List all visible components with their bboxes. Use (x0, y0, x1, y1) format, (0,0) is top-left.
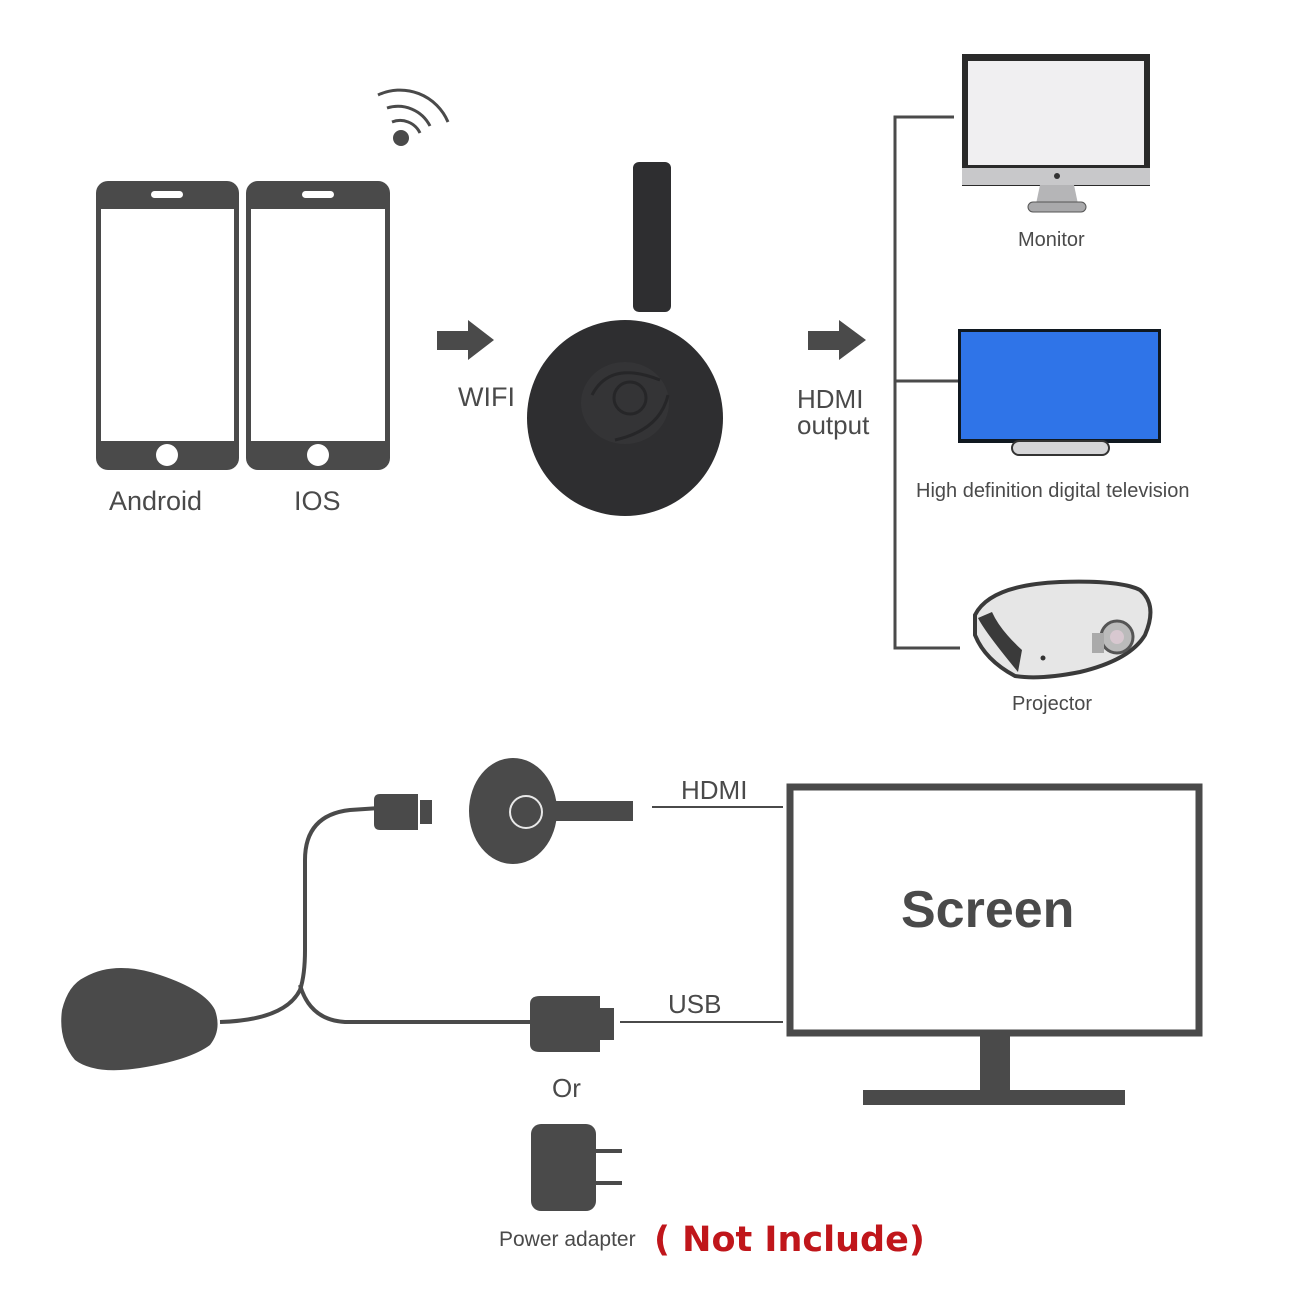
smartphone-icon-android (96, 181, 239, 470)
usb-label: USB (668, 989, 722, 1019)
projector-icon (973, 579, 1153, 680)
screen-label: Screen (901, 881, 1075, 939)
usb-connector-icon (530, 996, 614, 1052)
wifi-label: WIFI (458, 382, 515, 412)
output-label-television: High definition digital television (916, 480, 1190, 502)
hdmi-label: HDMI (681, 775, 748, 805)
output-connector-lines (893, 115, 960, 650)
smartphone-icon-ios (246, 181, 390, 470)
arrow-right-icon-wifi (437, 320, 494, 360)
hdmi-dongle-icon-small (469, 758, 633, 864)
output-label-monitor: Monitor (1018, 229, 1085, 251)
television-icon (958, 329, 1161, 456)
not-include-label: ( Not Include) (654, 1220, 925, 1260)
power-plug-icon (61, 967, 218, 1071)
power-adapter-icon (531, 1124, 622, 1211)
monitor-icon (962, 54, 1150, 213)
or-label: Or (552, 1073, 581, 1103)
source-label-ios: IOS (294, 486, 341, 516)
power-adapter-label: Power adapter (499, 1228, 636, 1251)
screen-monitor-icon (786, 783, 1203, 1105)
hdmi-dongle-icon (527, 162, 723, 516)
output-label-projector: Projector (1012, 693, 1093, 715)
micro-usb-connector-icon (374, 794, 432, 830)
arrow-right-icon-hdmi (808, 320, 866, 360)
hdmi-output-label-line1: HDMI (797, 384, 864, 414)
hdmi-output-label-line2: output (797, 410, 870, 440)
y-cable (219, 806, 530, 1024)
wifi-signal-icon (377, 88, 450, 146)
source-label-android: Android (109, 486, 203, 516)
